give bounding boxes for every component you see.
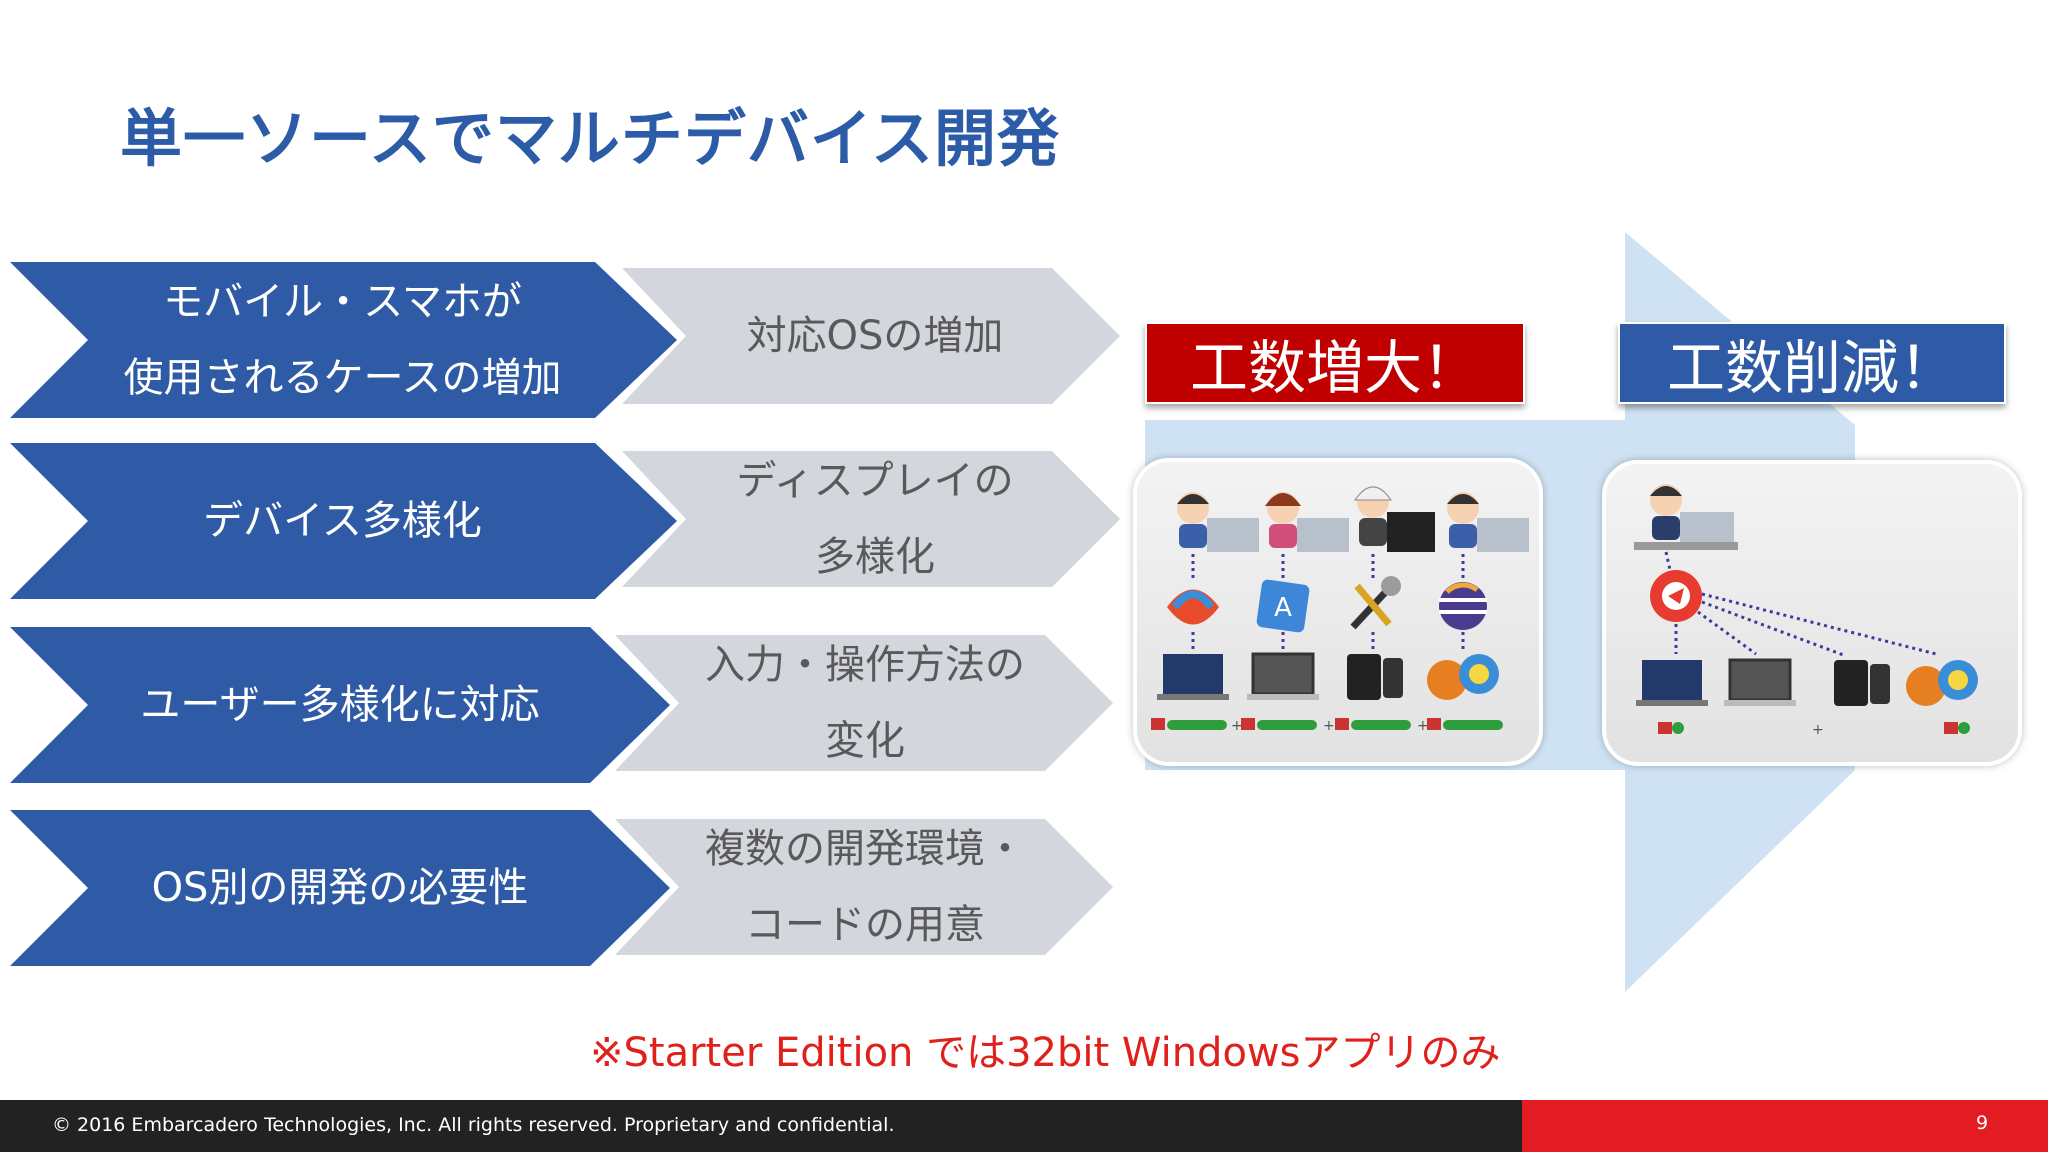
blue-chevron-3 <box>10 627 670 783</box>
row-4-effect: 複数の開発環境・ コードの用意 <box>705 826 1025 948</box>
cost-bar-icon <box>1151 718 1503 730</box>
eclipse-icon <box>1439 582 1487 630</box>
gray-chevron-2 <box>622 451 1120 587</box>
gray-chevron-1 <box>622 268 1120 404</box>
row-2-cause: デバイス多様化 <box>203 498 482 544</box>
cost-bar-icon <box>1658 722 1970 734</box>
developer-icon <box>1177 492 1259 552</box>
badge-effort-decrease: 工数削減！ <box>1618 322 2006 404</box>
blue-chevron-1 <box>10 262 677 418</box>
developer-icon <box>1265 492 1349 552</box>
footer-red-band <box>1522 1100 2048 1152</box>
ipad-icon <box>1347 654 1403 700</box>
browser-icon <box>1906 660 1978 706</box>
svg-text:+: + <box>1231 718 1243 734</box>
developer-icon <box>1354 486 1435 552</box>
row-1-cause: モバイル・スマホが 使用されるケースの増加 <box>123 279 562 401</box>
row-2-effect: ディスプレイの 多様化 <box>736 458 1014 580</box>
svg-text:+: + <box>1417 718 1429 734</box>
svg-text:A: A <box>1274 593 1292 623</box>
xamarin-icon <box>1167 589 1219 625</box>
svg-text:+: + <box>1812 722 1824 738</box>
gray-chevron-4 <box>615 819 1113 955</box>
browser-icon <box>1427 654 1499 700</box>
macbook-icon <box>1724 658 1796 706</box>
android-tools-icon <box>1350 576 1401 630</box>
xcode-icon: A <box>1256 579 1310 633</box>
copyright-text: © 2016 Embarcadero Technologies, Inc. Al… <box>52 1114 895 1136</box>
row-4-cause: OS別の開発の必要性 <box>151 865 529 911</box>
windows-laptop-icon <box>1636 660 1708 706</box>
page-number: 9 <box>1976 1112 1989 1134</box>
ipad-icon <box>1834 660 1890 706</box>
footer: © 2016 Embarcadero Technologies, Inc. Al… <box>0 1100 2048 1152</box>
gray-chevron-3 <box>615 635 1113 771</box>
badge-effort-increase: 工数増大！ <box>1145 322 1525 404</box>
delphi-icon <box>1650 570 1702 622</box>
blue-chevron-4 <box>10 810 670 966</box>
slide-title: 単一ソースでマルチデバイス開発 <box>120 102 1061 175</box>
edition-note: ※Starter Edition では32bit Windowsアプリのみ <box>590 1030 1501 1076</box>
panel-multi-tool: A + + + <box>1133 458 1543 766</box>
developer-icon <box>1447 492 1529 552</box>
svg-text:+: + <box>1323 718 1335 734</box>
row-3-cause: ユーザー多様化に対応 <box>140 682 540 728</box>
windows-laptop-icon <box>1157 654 1229 700</box>
developer-icon <box>1634 484 1738 550</box>
row-3-effect: 入力・操作方法の 変化 <box>705 642 1025 764</box>
macbook-icon <box>1247 652 1319 700</box>
blue-chevron-2 <box>10 443 677 599</box>
panel-single-tool: + <box>1602 460 2022 766</box>
row-1-effect: 対応OSの増加 <box>746 313 1004 359</box>
footer-dark-band <box>0 1100 1522 1152</box>
